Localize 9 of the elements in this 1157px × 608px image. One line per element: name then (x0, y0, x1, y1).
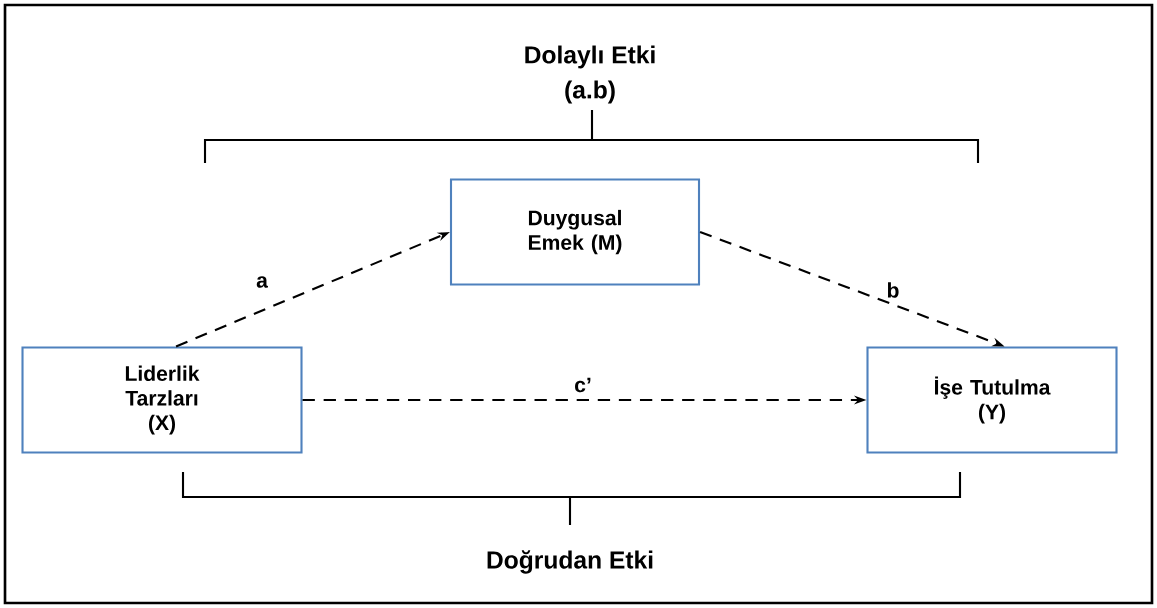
heading-text: Doğrudan Etki (487, 550, 653, 574)
box: Duygusal Emek (M) (449, 178, 701, 286)
box: İşe Tutulma (Y) (866, 346, 1118, 454)
edge-label: a (254, 274, 270, 290)
heading-text: (a.b) (565, 80, 615, 104)
box: Liderlik Tarzları (X) (21, 346, 303, 454)
edge-label: b (884, 280, 902, 300)
heading-text: Dolaylı Etki (525, 45, 655, 69)
edge-label: c’ (572, 375, 594, 395)
